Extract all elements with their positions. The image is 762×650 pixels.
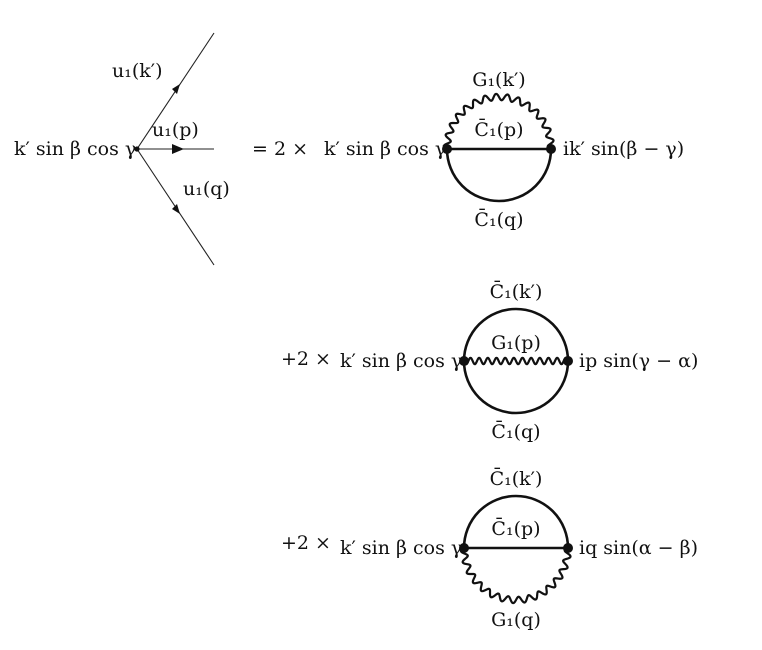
term2-left-vertex <box>459 356 469 366</box>
arrow-p-icon <box>172 144 184 154</box>
term-2: +2 × k′ sin β cos γ C̄₁(k′) G₁(p) C̄₁(q)… <box>281 280 698 443</box>
term2-right-vertex <box>563 356 573 366</box>
term3-bottom-propagator <box>459 546 572 605</box>
term2-bottom-propagator <box>462 360 570 415</box>
term1-prefix: = 2 × <box>252 138 308 160</box>
leg-p-label: u₁(p) <box>152 119 199 141</box>
term3-top-label: C̄₁(k′) <box>490 467 543 490</box>
term2-prefix: +2 × <box>281 348 331 370</box>
leg-k-label: u₁(k′) <box>112 60 163 82</box>
term-3: +2 × k′ sin β cos γ C̄₁(k′) C̄₁(p) G₁(q)… <box>281 467 698 631</box>
term-1: = 2 × k′ sin β cos γ G₁(k′) C̄₁(p) C̄₁(q… <box>252 69 684 231</box>
term1-bottom-label: C̄₁(q) <box>474 208 523 231</box>
term1-top-propagator <box>442 92 555 151</box>
term3-left-label: k′ sin β cos γ <box>340 537 462 559</box>
term1-middle-label: C̄₁(p) <box>474 118 523 141</box>
term2-right-label: ip sin(γ − α) <box>579 350 698 372</box>
term3-right-vertex <box>563 543 573 553</box>
term3-top-propagator <box>462 494 570 549</box>
term2-top-label: C̄₁(k′) <box>490 280 543 303</box>
vertex-left-label: k′ sin β cos γ <box>14 138 136 160</box>
arrow-q-icon <box>172 204 180 214</box>
term1-left-vertex <box>442 144 452 154</box>
term1-bottom-propagator <box>445 148 553 203</box>
term2-middle-propagator <box>462 356 570 366</box>
term3-prefix: +2 × <box>281 532 331 554</box>
vertex-dot <box>134 146 140 152</box>
leg-q-label: u₁(q) <box>183 178 230 200</box>
arrow-k-icon <box>172 84 180 94</box>
term1-top-label: G₁(k′) <box>472 69 525 91</box>
term2-top-propagator <box>462 307 570 362</box>
term1-right-vertex <box>546 144 556 154</box>
triad-vertex: k′ sin β cos γ u₁(k′) u₁(p) u₁(q) <box>14 32 230 266</box>
term3-bottom-label: G₁(q) <box>491 609 541 631</box>
term1-right-label: ik′ sin(β − γ) <box>563 138 684 160</box>
term3-right-label: iq sin(α − β) <box>579 537 698 559</box>
term3-left-vertex <box>459 543 469 553</box>
term2-bottom-label: C̄₁(q) <box>491 420 540 443</box>
term3-middle-label: C̄₁(p) <box>491 517 540 540</box>
term1-left-label: k′ sin β cos γ <box>324 138 446 160</box>
term2-left-label: k′ sin β cos γ <box>340 350 462 372</box>
term2-middle-label: G₁(p) <box>491 332 541 354</box>
